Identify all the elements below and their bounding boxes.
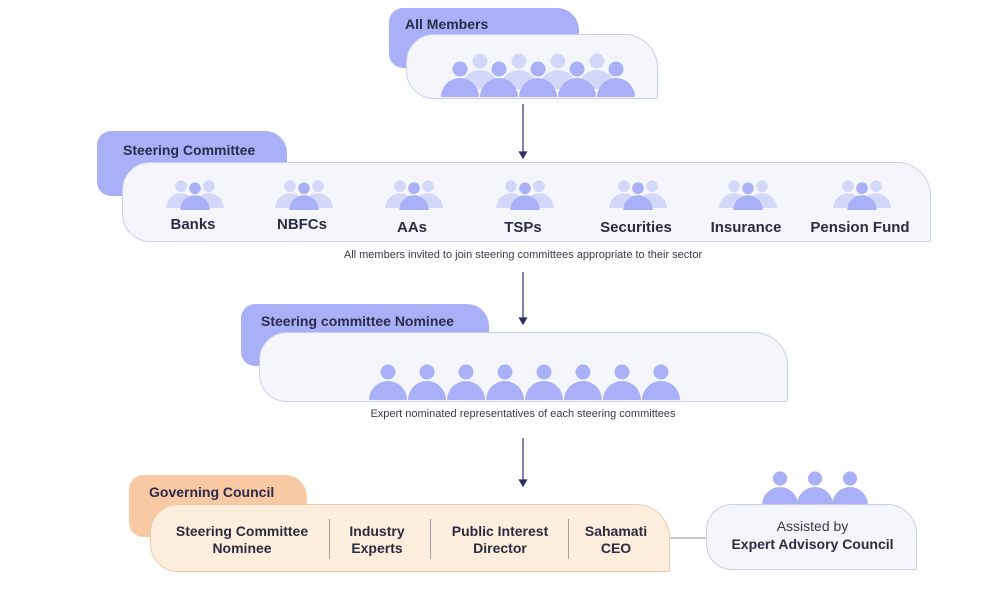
divider: [568, 519, 569, 559]
gc-member-industry-experts: Industry Experts: [349, 523, 405, 556]
advisory-card: Assisted by Expert Advisory Council: [706, 504, 917, 570]
sector-insurance: Insurance: [691, 178, 801, 238]
steering-committee-title: Steering Committee: [123, 142, 256, 158]
advisory-line1: Assisted by: [776, 518, 849, 534]
sector-label: AAs: [396, 219, 427, 236]
sector-securities: Securities: [581, 178, 691, 238]
sector-label: Pension Fund: [810, 219, 910, 236]
sector-tsps: TSPs: [468, 178, 578, 238]
sector-label: TSPs: [504, 219, 542, 236]
group-icon: [833, 180, 891, 210]
all-members-title: All Members: [405, 16, 489, 32]
group-icon: [609, 180, 667, 210]
sector-label: NBFCs: [276, 216, 327, 233]
sector-label: Banks: [170, 216, 216, 233]
nominee-title: Steering committee Nominee: [261, 313, 454, 329]
advisory-line2: Expert Advisory Council: [731, 536, 894, 552]
advisory-people-icon: [762, 471, 868, 506]
group-icon: [385, 180, 443, 210]
group-icon: [496, 180, 554, 210]
governing-council-title: Governing Council: [149, 484, 275, 500]
sector-nbfcs: NBFCs: [247, 178, 357, 238]
sector-banks: Banks: [138, 178, 248, 238]
steering-committee-caption: All members invited to join steering com…: [343, 249, 703, 261]
group-icon: [719, 180, 777, 210]
nominee-card: [259, 332, 788, 402]
divider: [430, 519, 431, 559]
all-members-card: [406, 34, 658, 99]
sector-aas: AAs: [357, 178, 467, 238]
sector-pension-fund: Pension Fund: [800, 178, 920, 238]
sector-label: Insurance: [710, 219, 782, 236]
steering-committee-card: Banks NBFCs AAs TSPs Securities: [122, 162, 931, 242]
sector-label: Securities: [600, 219, 672, 236]
nominee-caption: Expert nominated representatives of each…: [370, 408, 676, 420]
gc-member-sahamati-ceo: Sahamati CEO: [584, 523, 648, 556]
nominee-people-icon: [369, 364, 680, 400]
gc-member-nominee: Steering Committee Nominee: [175, 523, 309, 556]
group-icon: [166, 180, 224, 210]
gc-member-public-interest-director: Public Interest Director: [451, 523, 549, 556]
governing-council-card: Steering Committee Nominee Industry Expe…: [150, 504, 670, 572]
divider: [329, 519, 330, 559]
group-icon: [275, 180, 333, 210]
all-members-people-icon: [441, 53, 635, 97]
